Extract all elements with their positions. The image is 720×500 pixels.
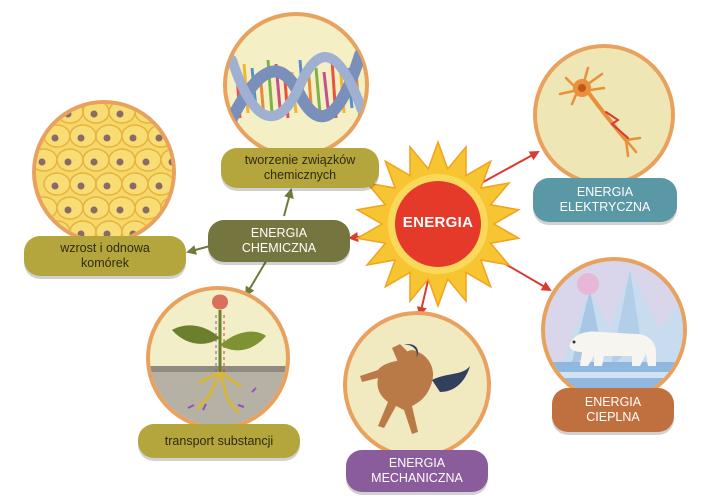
arrow-to-wzrost [186,245,211,255]
node-wzrost-line1: wzrost i odnowa [60,241,150,255]
node-cieplna-line2: CIEPLNA [586,410,640,424]
node-energia-elektryczna[interactable]: ENERGIA ELEKTRYCZNA [533,178,677,222]
node-energia-cieplna[interactable]: ENERGIA CIEPLNA [552,388,674,432]
arrow-to-tworzenie [283,188,294,217]
node-transport-line1: transport substancji [164,433,274,448]
node-tworzenie-line1: tworzenie związków [244,153,356,167]
node-energia-mechaniczna[interactable]: ENERGIA MECHANICZNA [346,450,488,492]
neuron-icon [533,44,675,186]
node-tworzenie-zwiazkow[interactable]: tworzenie związków chemicznych [221,148,379,188]
node-energia-chemiczna[interactable]: ENERGIA CHEMICZNA [208,220,350,262]
node-tworzenie-line2: chemicznych [263,168,337,182]
polar-bear-icon [541,257,687,403]
plant-icon [146,286,290,430]
horse-icon [343,311,491,459]
center-label: ENERGIA [402,214,474,231]
node-cieplna-line1: ENERGIA [584,395,642,409]
node-elektryczna-line2: ELEKTRYCZNA [559,200,651,214]
node-chemiczna-line2: CHEMICZNA [241,241,317,255]
node-mechaniczna-line2: MECHANICZNA [371,471,463,485]
node-chemiczna-line1: ENERGIA [250,226,308,240]
node-wzrost-line2: komórek [81,256,129,270]
node-wzrost-odnowa[interactable]: wzrost i odnowa komórek [24,236,186,276]
cells-icon [32,100,176,244]
node-mechaniczna-line1: ENERGIA [388,456,446,470]
node-elektryczna-line1: ENERGIA [576,185,634,199]
arrow-to-transport [244,257,269,297]
dna-icon [223,12,369,158]
sun-icon [355,139,521,309]
node-transport-substancji[interactable]: transport substancji [138,424,300,458]
